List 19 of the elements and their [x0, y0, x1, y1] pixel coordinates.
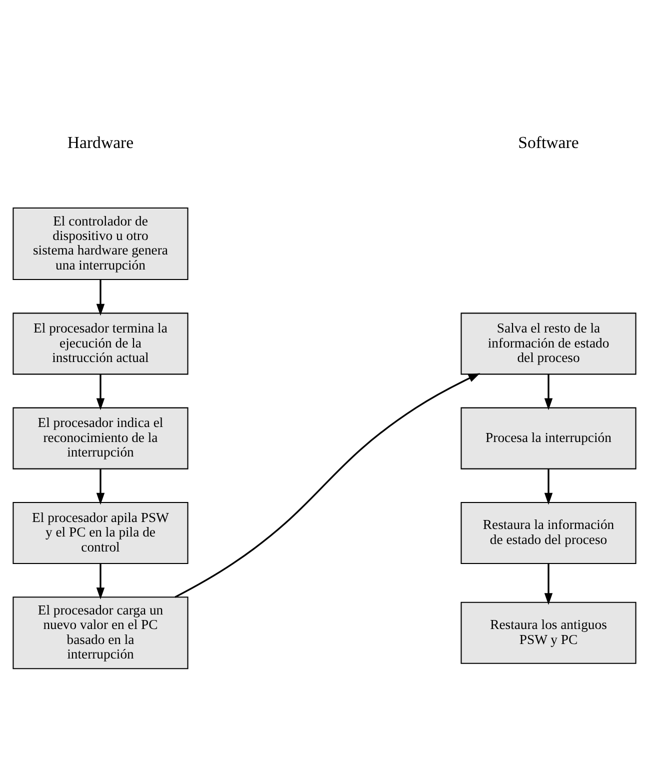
node-box: El procesador termina la ejecución de la instrucción actual: [12, 312, 188, 374]
label: Hardware: [66, 132, 134, 152]
node-box: El procesador carga un nuevo valor en el PC basado en la interrupción: [12, 596, 188, 669]
arrow: [96, 563, 104, 599]
node-box: Procesa la interrupción: [460, 406, 636, 469]
node-box: Restaura la información de estado del proceso: [460, 501, 636, 564]
arrow: [544, 374, 552, 410]
label: Software: [518, 132, 578, 152]
arrow: [96, 468, 104, 504]
node-box: El controlador de dispositivo u otro sistema hardware genera una interrupción: [12, 206, 188, 280]
node-box: Restaura los antiguos PSW y PC: [460, 601, 636, 664]
arrow: [544, 468, 552, 504]
arrow: [96, 374, 104, 410]
arrow: [174, 372, 480, 598]
arrow: [96, 279, 104, 316]
node-box: Salva el resto de la información de estado del proceso: [460, 312, 636, 374]
node-box: El procesador apila PSW y el PC en la pila de control: [12, 501, 188, 564]
arrow: [544, 563, 552, 604]
node-box: El procesador indica el reconocimiento de la interrupción: [12, 406, 188, 469]
